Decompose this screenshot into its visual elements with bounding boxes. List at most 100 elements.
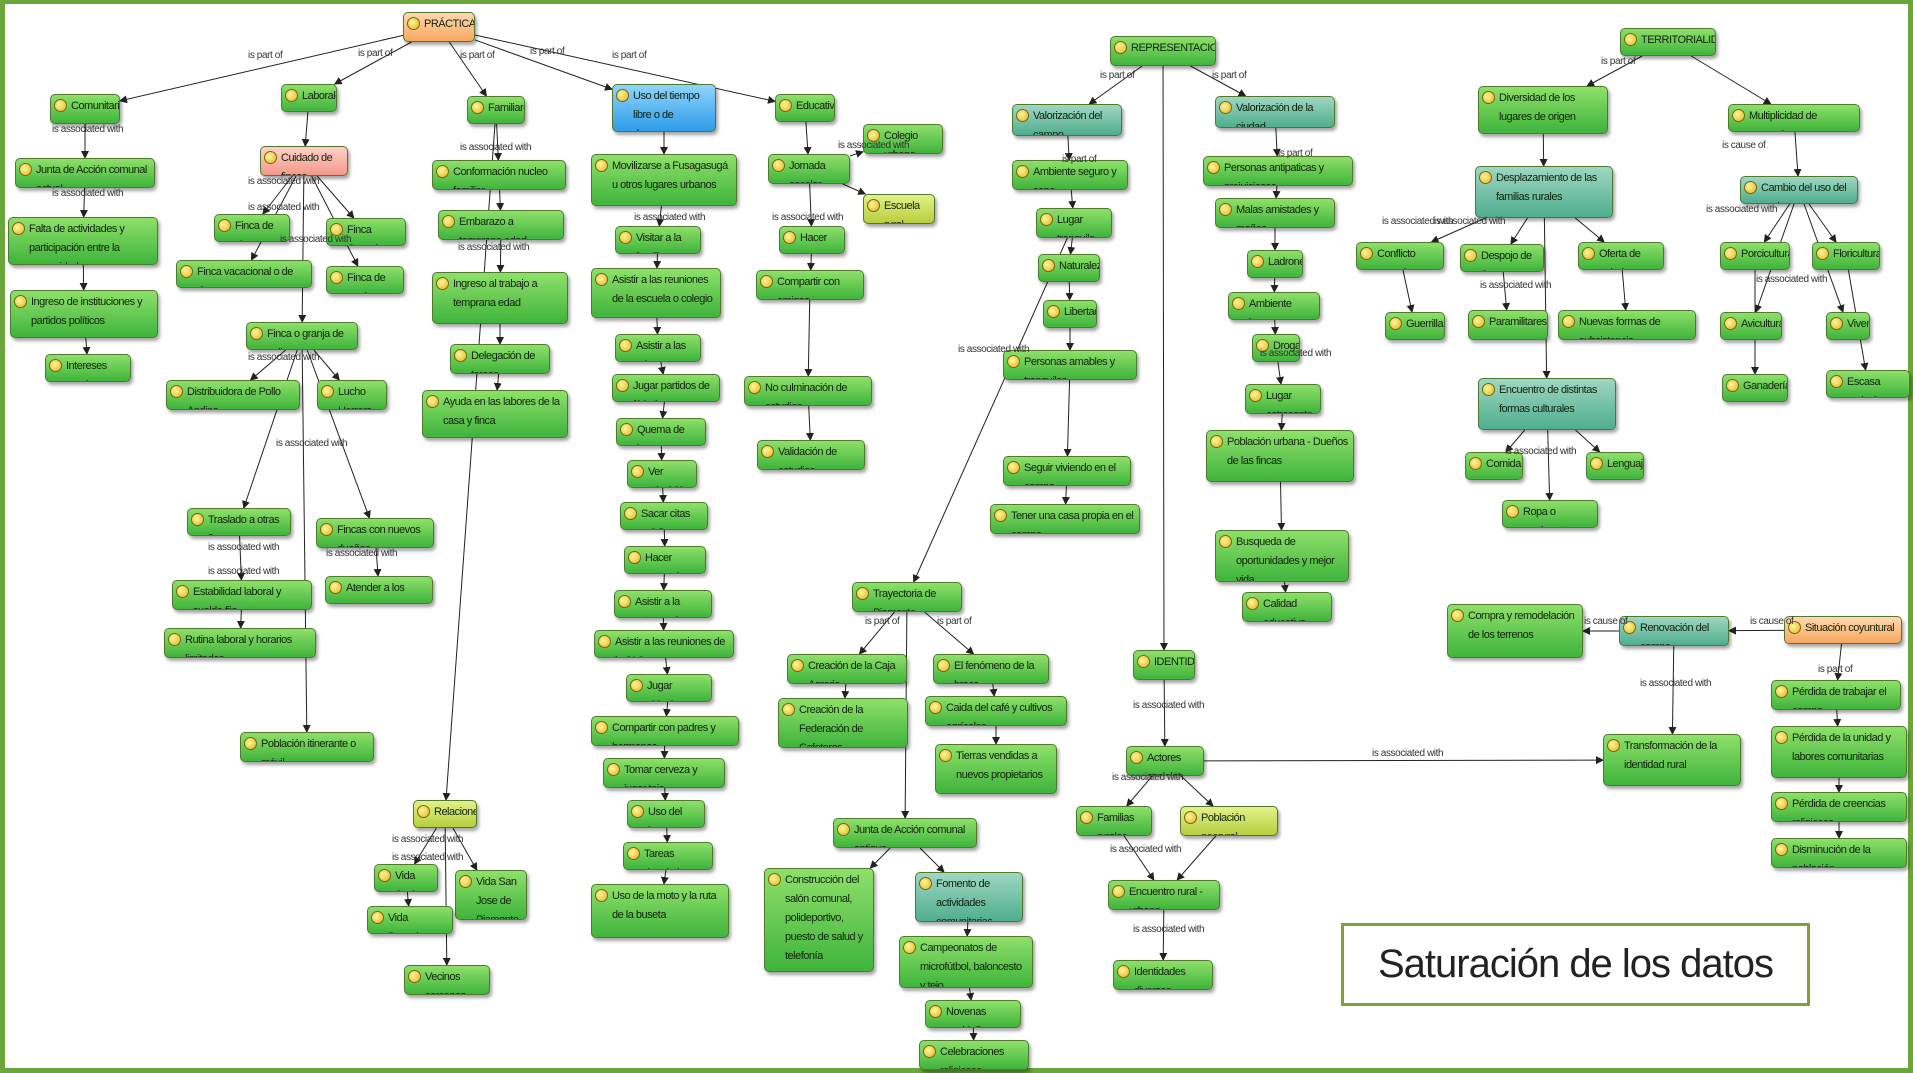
concept-node-comunitarias[interactable]: Comunitarias xyxy=(50,94,120,124)
concept-node-asistir-reuniones-escuela[interactable]: Asistir a las reuniones de la escuela o … xyxy=(591,268,721,318)
concept-node-jugar-futbol[interactable]: Jugar partidos de fútbol xyxy=(612,374,720,402)
concept-node-lenguaje[interactable]: Lenguaje xyxy=(1586,452,1644,480)
concept-node-lucho[interactable]: Lucho Herrera xyxy=(317,380,387,410)
concept-node-situacion-coyuntural[interactable]: Situación coyuntural xyxy=(1784,616,1902,644)
concept-node-finca-vacacional[interactable]: Finca vacacional o de descanso xyxy=(176,260,312,288)
concept-node-porcicultura[interactable]: Porcicultura xyxy=(1720,242,1790,270)
concept-node-asistir-misas[interactable]: Asistir a las misas xyxy=(615,334,701,362)
concept-node-celebraciones[interactable]: Celebraciones religiosas xyxy=(919,1040,1029,1070)
concept-node-uso-moto[interactable]: Uso de la moto y la ruta de la buseta xyxy=(591,884,729,938)
concept-node-fincas-nuevos[interactable]: Fincas con nuevos dueños xyxy=(316,518,434,548)
concept-node-vida-bosachoque[interactable]: Vida Bosachoque xyxy=(367,906,453,934)
concept-node-fomento[interactable]: Fomento de actividades comunitarias xyxy=(915,872,1023,922)
concept-node-hacer-mercado[interactable]: Hacer mercado xyxy=(624,546,706,574)
concept-node-movilizarse[interactable]: Movilizarse a Fusagasugá u otros lugares… xyxy=(591,154,737,206)
concept-node-familiares[interactable]: Familiares xyxy=(467,96,525,124)
concept-node-paramilitares[interactable]: Paramilitares xyxy=(1468,310,1548,340)
concept-node-tareas-domesticas[interactable]: Tareas domésticas xyxy=(623,842,713,870)
concept-node-trayectoria[interactable]: Trayectoria de Piamonte xyxy=(852,582,962,612)
concept-node-federacion[interactable]: Creación de la Federación de Cafeteros xyxy=(778,698,908,748)
concept-node-diversidad-lugares[interactable]: Diversidad de los lugares de origen xyxy=(1478,86,1608,134)
concept-node-cambio-suelo[interactable]: Cambio del uso del suelo xyxy=(1740,176,1858,204)
concept-node-reuniones-jac[interactable]: Asistir a las reuniones de la JAC xyxy=(594,630,734,658)
concept-node-poblacion-neorural[interactable]: Población neorural xyxy=(1180,806,1278,836)
concept-node-seguir-viviendo[interactable]: Seguir viviendo en el campo xyxy=(1003,456,1131,486)
concept-node-avicultura[interactable]: Avicultura xyxy=(1720,312,1782,340)
concept-node-falta-act[interactable]: Falta de actividades y participación ent… xyxy=(8,217,158,265)
concept-node-oferta-trabajo[interactable]: Oferta de trabajo xyxy=(1578,242,1664,270)
concept-node-encuentro-rural[interactable]: Encuentro rural - urbano xyxy=(1108,880,1220,910)
concept-node-fenomeno-broca[interactable]: El fenómeno de la broca xyxy=(933,654,1049,684)
concept-node-libertad[interactable]: Libertad xyxy=(1043,300,1097,328)
concept-node-transformacion[interactable]: Transformación de la identidad rural xyxy=(1603,734,1741,786)
concept-node-lugar-tranquilo[interactable]: Lugar tranquilo xyxy=(1036,208,1112,238)
concept-node-representaciones[interactable]: REPRESENTACIONES xyxy=(1110,36,1216,66)
concept-node-identidad[interactable]: IDENTIDAD xyxy=(1133,650,1195,680)
concept-node-personas-antipaticas[interactable]: Personas antipaticas y prejuiciosas xyxy=(1203,156,1353,186)
concept-node-malas-amistades[interactable]: Malas amistades y mañas xyxy=(1215,198,1335,228)
concept-node-drogas[interactable]: Drogas xyxy=(1252,334,1300,362)
concept-node-ver-tv[interactable]: Ver televisión xyxy=(627,460,697,488)
concept-node-despojo[interactable]: Despojo de tierras xyxy=(1460,244,1544,272)
concept-node-distribuidora[interactable]: Distribuidora de Pollo Andino xyxy=(166,380,300,410)
concept-node-campeonatos[interactable]: Campeonatos de microfútbol, baloncesto y… xyxy=(899,936,1033,988)
concept-node-uso-internet[interactable]: Uso del internet xyxy=(627,800,705,828)
concept-node-compartir-padres[interactable]: Compartir con padres y hermanos xyxy=(591,716,739,746)
concept-node-ladrones[interactable]: Ladrones xyxy=(1247,250,1303,278)
concept-node-relaciones[interactable]: Relaciones xyxy=(413,800,477,828)
concept-node-ambiente-inseguro[interactable]: Ambiente inseguro xyxy=(1228,292,1320,320)
concept-node-finca-cerdos[interactable]: Finca de cerdos xyxy=(326,266,404,294)
concept-node-actores-sociales[interactable]: Actores sociales xyxy=(1126,746,1204,776)
concept-node-sacar-citas[interactable]: Sacar citas médicas xyxy=(620,502,708,530)
concept-node-finca-pollos[interactable]: Finca o granja de pollos xyxy=(246,322,358,350)
concept-node-ingreso-trabajo[interactable]: Ingreso al trabajo a temprana edad xyxy=(432,272,568,324)
concept-node-conflicto[interactable]: Conflicto armado xyxy=(1356,242,1444,270)
concept-node-hacer-tareas[interactable]: Hacer tareas xyxy=(779,226,845,254)
concept-node-finca-vivero[interactable]: Finca de vivero xyxy=(214,214,290,242)
concept-node-personas-amables[interactable]: Personas amables y tranquilas xyxy=(1003,350,1137,380)
concept-node-escasa-agricultura[interactable]: Escasa agricultura xyxy=(1826,370,1910,398)
concept-node-identidades-diversas[interactable]: Identidades diversas xyxy=(1113,960,1213,990)
concept-node-estabilidad[interactable]: Estabilidad laboral y sueldo fijo xyxy=(172,580,312,610)
concept-node-busqueda[interactable]: Busqueda de oportunidades y mejor vida xyxy=(1215,530,1349,582)
concept-node-vida-jordan[interactable]: Vida Jordan xyxy=(374,864,438,892)
concept-node-tomar-cerveza[interactable]: Tomar cerveza y jugar tejo xyxy=(603,758,725,788)
concept-node-territorialidades[interactable]: TERRITORIALIDADES xyxy=(1620,28,1716,56)
concept-node-validacion[interactable]: Validación de estudios xyxy=(757,440,865,470)
concept-node-visitar-familia[interactable]: Visitar a la familia xyxy=(615,226,701,254)
concept-node-delegacion[interactable]: Delegación de tareas xyxy=(450,344,550,374)
concept-node-caja-agraria[interactable]: Creación de la Caja Agraria xyxy=(787,654,907,684)
concept-node-ganaderia[interactable]: Ganadería xyxy=(1722,374,1788,402)
concept-node-naturaleza[interactable]: Naturaleza xyxy=(1038,254,1100,282)
concept-node-no-culminacion[interactable]: No culminación de estudios xyxy=(744,376,872,406)
concept-node-tierras-vendidas[interactable]: Tierras vendidas a nuevos propietarios xyxy=(935,744,1057,794)
concept-node-perdida-creencias[interactable]: Pérdida de creencias religiosas xyxy=(1771,792,1907,822)
concept-node-junta-actual[interactable]: Junta de Acción comunal actual xyxy=(15,158,155,188)
concept-node-catequesis[interactable]: Asistir a la catequesis xyxy=(614,590,712,618)
concept-node-ambiente-seguro[interactable]: Ambiente seguro y sano xyxy=(1012,160,1128,190)
concept-node-perdida-unidad[interactable]: Pérdida de la unidad y labores comunitar… xyxy=(1771,726,1907,778)
concept-node-practicas[interactable]: PRÁCTICAS- xyxy=(403,12,475,42)
concept-node-intereses[interactable]: Intereses propios xyxy=(45,354,131,382)
concept-node-nuevas-formas[interactable]: Nuevas formas de subsistencia xyxy=(1558,310,1696,340)
concept-node-caida-cafe[interactable]: Caida del café y cultivos agrícolas xyxy=(925,696,1067,726)
concept-node-embarazo[interactable]: Embarazo a temprana edad xyxy=(438,210,564,240)
concept-node-perdida-trabajar[interactable]: Pérdida de trabajar el campo xyxy=(1771,680,1901,710)
concept-node-encuentro-culturales[interactable]: Encuentro de distintas formas culturales xyxy=(1478,378,1616,430)
concept-node-compartir-amigos[interactable]: Compartir con amigos xyxy=(756,270,864,300)
concept-node-quema[interactable]: Quema de basuras xyxy=(616,418,706,446)
concept-node-floricultura[interactable]: Floricultura xyxy=(1812,242,1880,270)
concept-node-junta-antigua[interactable]: Junta de Acción comunal antigua xyxy=(833,818,977,848)
concept-node-jornada-escolar[interactable]: Jornada escolar xyxy=(768,154,850,184)
concept-node-traslado[interactable]: Traslado a otras fincas xyxy=(187,508,291,536)
concept-node-lugar-estresante[interactable]: Lugar estresante xyxy=(1245,384,1321,414)
concept-node-tener-casa[interactable]: Tener una casa propia en el campo xyxy=(990,504,1140,534)
concept-node-guerrilla[interactable]: Guerrilla xyxy=(1385,312,1445,340)
concept-node-cuidado-fincas[interactable]: Cuidado de fincas xyxy=(260,146,348,176)
concept-node-escuela-rural[interactable]: Escuela rural xyxy=(863,194,935,224)
concept-node-finca-ganadera[interactable]: Finca Ganadera xyxy=(326,218,406,246)
concept-node-rutina[interactable]: Rutina laboral y horarios limitados xyxy=(164,628,316,658)
concept-node-renovacion[interactable]: Renovación del campo xyxy=(1619,616,1729,646)
concept-node-multiplicidad[interactable]: Multiplicidad de ocupaciones xyxy=(1728,104,1860,132)
concept-node-familias-rurales[interactable]: Familias rurales xyxy=(1076,806,1152,836)
